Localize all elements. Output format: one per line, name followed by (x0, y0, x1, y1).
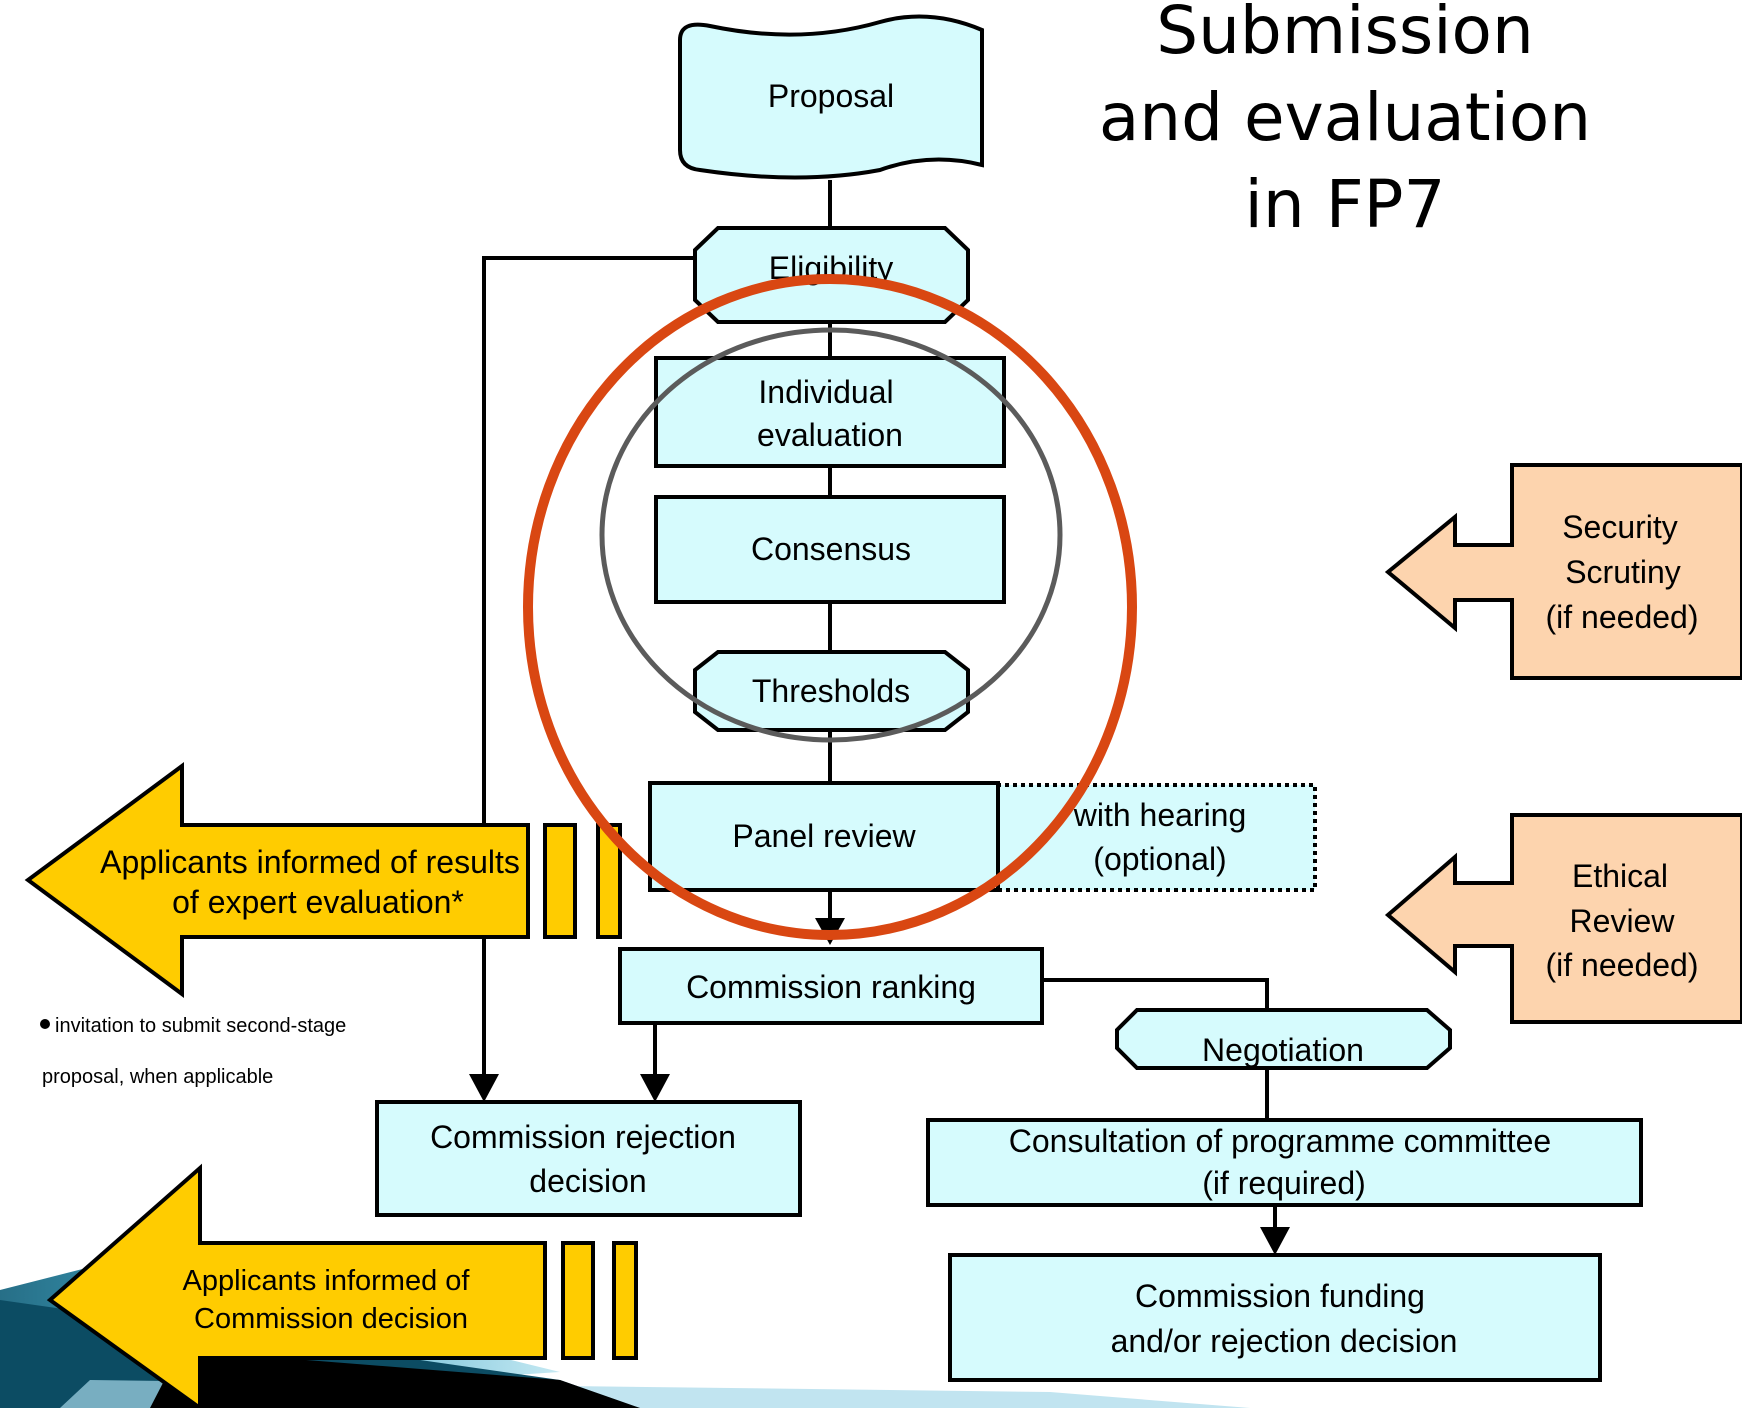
footnote-line-1: invitation to submit second-stage (55, 1015, 346, 1037)
node-commission-ranking: Commission ranking (618, 947, 1044, 1025)
grey-highlight-circle (599, 327, 1063, 743)
funding-label-2: and/or rejection decision (1111, 1323, 1458, 1359)
side-ethical-review: Ethical Review (if needed) (1384, 813, 1742, 1024)
bullet-icon (40, 1019, 50, 1029)
footnote-line-2: proposal, when applicable (42, 1066, 273, 1088)
decision-label-2: Commission decision (194, 1303, 468, 1335)
node-proposal: Proposal (678, 14, 984, 180)
node-thresholds: Thresholds (693, 650, 970, 732)
negotiation-label: Negotiation (1202, 1032, 1364, 1068)
proposal-label: Proposal (768, 78, 894, 114)
security-label-2: Scrutiny (1565, 554, 1681, 590)
ethical-label-1: Ethical (1572, 858, 1668, 894)
node-commission-rejection: Commission rejection decision (375, 1100, 802, 1217)
ethical-label-3: (if needed) (1546, 947, 1699, 983)
diagram-title: Submission and evaluation in FP7 (1099, 0, 1591, 243)
consultation-label-2: (if required) (1202, 1165, 1366, 1201)
ethical-label-2: Review (1570, 903, 1676, 939)
node-commission-funding: Commission funding and/or rejection deci… (948, 1253, 1602, 1382)
funding-label-1: Commission funding (1135, 1278, 1425, 1314)
individual-label-1: Individual (758, 374, 893, 410)
security-label-3: (if needed) (1546, 599, 1699, 635)
individual-label-2: evaluation (757, 417, 903, 453)
rejection-label-1: Commission rejection (430, 1119, 736, 1155)
hearing-label-1: with hearing (1073, 797, 1247, 833)
footnote: invitation to submit second-stage propos… (40, 1015, 346, 1088)
node-panel-review: Panel review (648, 781, 1000, 892)
consensus-label: Consensus (751, 531, 911, 567)
thresholds-label: Thresholds (752, 673, 910, 709)
security-label-1: Security (1562, 509, 1678, 545)
side-security-scrutiny: Security Scrutiny (if needed) (1384, 463, 1742, 680)
expert-label-2: of expert evaluation* (172, 884, 464, 920)
node-consensus: Consensus (654, 495, 1006, 604)
node-consultation: Consultation of programme committee (if … (926, 1118, 1643, 1207)
commission-ranking-label: Commission ranking (686, 969, 976, 1005)
arrow-expert-evaluation: Applicants informed of results of expert… (24, 762, 622, 998)
title-line-2: and evaluation (1099, 79, 1591, 156)
node-individual-evaluation: Individual evaluation (654, 356, 1006, 468)
expert-label-1: Applicants informed of results (100, 844, 520, 880)
red-highlight-circle (523, 274, 1137, 940)
hearing-label-2: (optional) (1093, 841, 1226, 877)
rejection-label-2: decision (529, 1163, 646, 1199)
title-line-3: in FP7 (1245, 166, 1446, 243)
decision-label-1: Applicants informed of (183, 1265, 471, 1297)
title-line-1: Submission (1156, 0, 1534, 69)
arrow-commission-decision: Applicants informed of Commission decisi… (46, 1163, 638, 1408)
consultation-label-1: Consultation of programme committee (1009, 1123, 1551, 1159)
panel-review-label: Panel review (732, 818, 916, 854)
node-negotiation: Negotiation (1115, 1008, 1452, 1070)
